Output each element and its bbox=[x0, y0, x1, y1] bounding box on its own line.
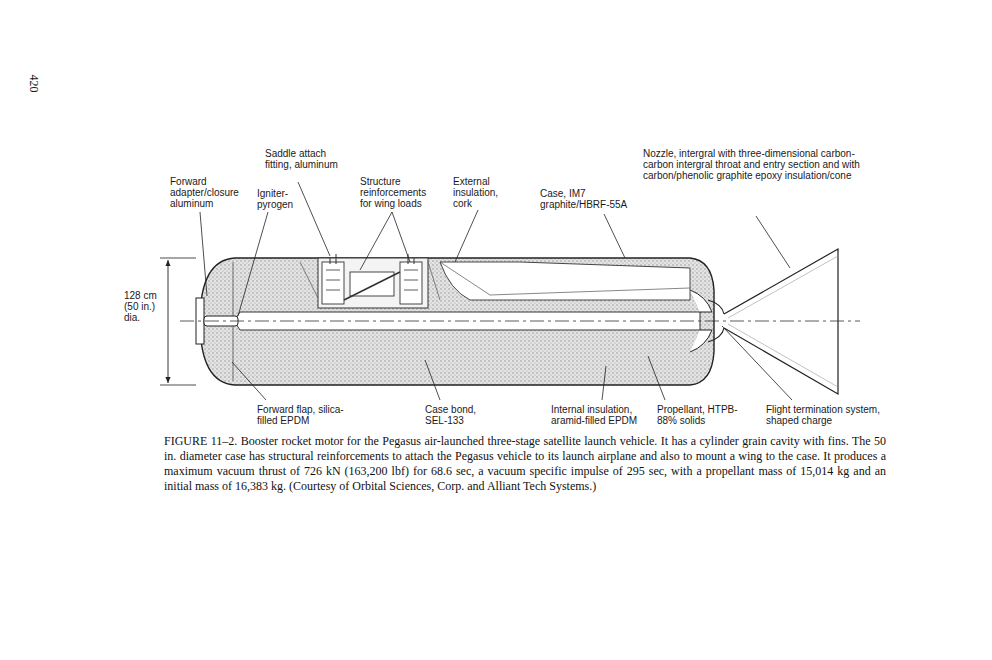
part-label: External insulation, cork bbox=[453, 176, 509, 209]
dimension-label: 128 cm (50 in.) dia. bbox=[124, 290, 164, 323]
figure-caption: FIGURE 11–2. Booster rocket motor for th… bbox=[164, 434, 886, 494]
part-label: Forward flap, silica-filled EPDM bbox=[257, 404, 361, 426]
part-label: Igniter-pyrogen bbox=[257, 188, 303, 210]
part-label: Nozzle, intergral with three-dimensional… bbox=[643, 148, 863, 181]
part-label: Forward adapter/closure aluminum bbox=[170, 176, 240, 209]
page-number: 420 bbox=[26, 75, 41, 105]
part-label: Propellant, HTPB-88% solids bbox=[657, 404, 757, 426]
part-label: Internal insulation, aramid-filled EPDM bbox=[551, 404, 663, 426]
part-label: Case bond, SEL-133 bbox=[425, 404, 487, 426]
part-label: Flight termination system, shaped charge bbox=[766, 404, 882, 426]
part-label: Saddle attach fitting, aluminum bbox=[265, 148, 347, 170]
part-label: Case, IM7 graphite/HBRF-55A bbox=[540, 188, 638, 210]
part-label: Structure reinforcements for wing loads bbox=[360, 176, 440, 209]
